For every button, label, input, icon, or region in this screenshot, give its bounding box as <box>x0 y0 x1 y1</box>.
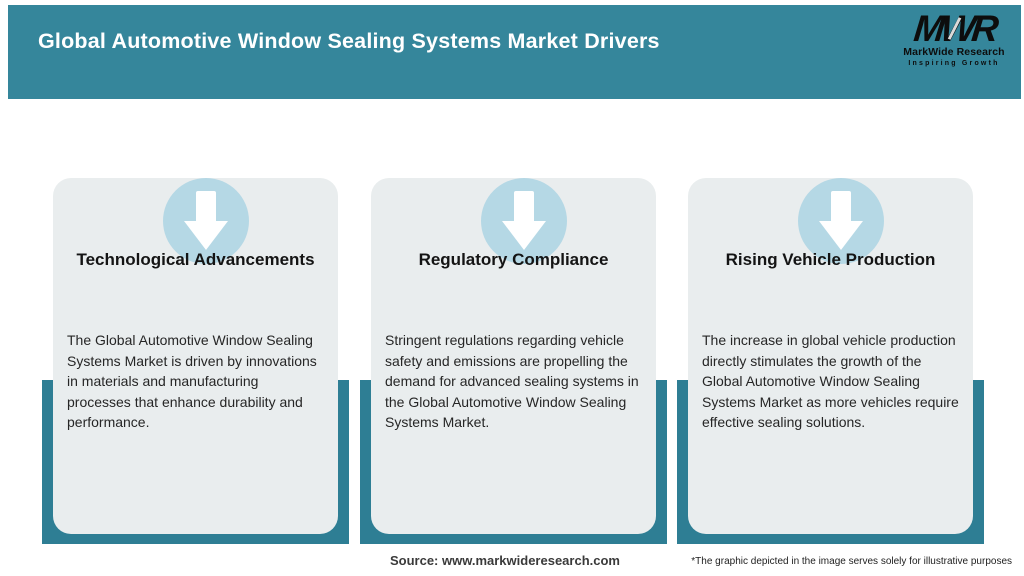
down-arrow-icon <box>798 178 884 264</box>
card-title: Technological Advancements <box>76 250 315 269</box>
header-band: Global Automotive Window Sealing Systems… <box>8 5 1021 99</box>
down-arrow-icon <box>163 178 249 264</box>
logo-acronym: MWR <box>912 8 997 49</box>
card-body-text: The Global Automotive Window Sealing Sys… <box>67 332 317 430</box>
page-title: Global Automotive Window Sealing Systems… <box>38 29 660 53</box>
markwide-research-logo: MWR MarkWide Research Inspiring Growth <box>899 8 1009 68</box>
driver-card: Technological Advancements The Global Au… <box>53 178 338 534</box>
logo-company-name: MarkWide Research <box>903 46 1005 59</box>
card-body-text: Stringent regulations regarding vehicle … <box>385 332 639 430</box>
logo-tagline: Inspiring Growth <box>908 60 1000 68</box>
driver-card: Rising Vehicle Production The increase i… <box>688 178 973 534</box>
card-body-text: The increase in global vehicle productio… <box>702 332 959 430</box>
down-arrow-icon <box>481 178 567 264</box>
disclaimer-text: *The graphic depicted in the image serve… <box>691 556 1012 567</box>
driver-card-group-3: Rising Vehicle Production The increase i… <box>677 142 984 544</box>
card-title: Regulatory Compliance <box>418 250 609 269</box>
card-title: Rising Vehicle Production <box>725 250 936 269</box>
driver-card-group-1: Technological Advancements The Global Au… <box>42 142 349 544</box>
driver-card-group-2: Regulatory Compliance Stringent regulati… <box>360 142 667 544</box>
source-text: Source: www.markwideresearch.com <box>389 553 620 568</box>
driver-card: Regulatory Compliance Stringent regulati… <box>371 178 656 534</box>
